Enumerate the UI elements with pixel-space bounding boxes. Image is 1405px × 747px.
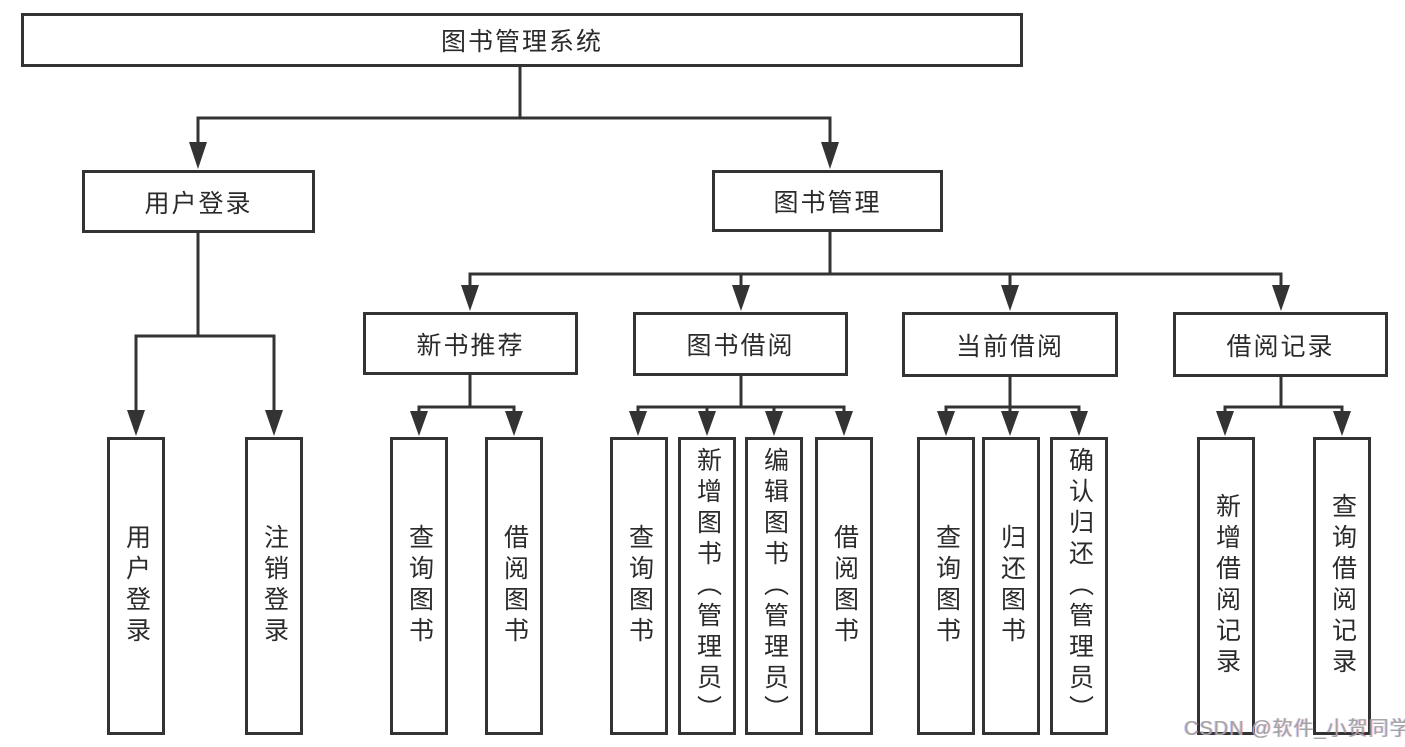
connector-line-group bbox=[134, 67, 1344, 414]
arrowhead-icon bbox=[461, 285, 479, 311]
csdn-watermark: CSDN @软件_小贺同学 bbox=[1184, 718, 1405, 740]
leaf-borrow-books-borrowing: 借阅图书 bbox=[815, 437, 873, 735]
node-book-management-group: 图书管理 bbox=[712, 170, 943, 232]
arrowhead-icon bbox=[1001, 411, 1019, 436]
arrowhead-icon bbox=[835, 411, 853, 436]
leaf-query-books-newbook: 查询图书 bbox=[390, 437, 448, 735]
arrowhead-icon bbox=[127, 410, 145, 436]
leaf-add-borrow-record: 新增借阅记录 bbox=[1197, 437, 1255, 735]
arrowhead-icon bbox=[265, 410, 283, 436]
connector-level3-stems bbox=[468, 375, 1283, 408]
leaf-query-books-borrowing: 查询图书 bbox=[610, 437, 668, 735]
arrowhead-icon bbox=[1216, 411, 1234, 436]
arrowhead-icon bbox=[629, 411, 647, 436]
node-current-borrowing: 当前借阅 bbox=[902, 312, 1118, 377]
connector-leaf-stubs bbox=[417, 405, 1344, 414]
leaf-user-login: 用户登录 bbox=[107, 437, 165, 735]
leaf-logout: 注销登录 bbox=[245, 437, 303, 735]
arrowhead-group bbox=[127, 142, 1351, 436]
leaf-query-books-current: 查询图书 bbox=[917, 437, 975, 735]
arrowhead-icon bbox=[189, 142, 207, 169]
node-user-login-group: 用户登录 bbox=[82, 170, 315, 233]
arrowhead-icon bbox=[765, 411, 783, 436]
arrowhead-icon bbox=[698, 411, 716, 436]
node-root-system: 图书管理系统 bbox=[21, 13, 1023, 67]
leaf-borrow-books-newbook: 借阅图书 bbox=[485, 437, 543, 735]
node-book-borrowing: 图书借阅 bbox=[633, 312, 848, 376]
connector-level2-drops bbox=[196, 116, 832, 144]
connector-userlogin-drops bbox=[134, 334, 276, 412]
arrowhead-icon bbox=[1333, 411, 1351, 436]
leaf-return-books: 归还图书 bbox=[982, 437, 1040, 735]
leaf-edit-books-admin: 编辑图书（管理员） bbox=[745, 437, 803, 735]
leaf-query-borrow-record: 查询借阅记录 bbox=[1313, 437, 1371, 735]
node-new-book-recommend: 新书推荐 bbox=[363, 312, 578, 375]
arrowhead-icon bbox=[1001, 285, 1019, 311]
leaf-confirm-return-admin: 确认归还（管理员） bbox=[1050, 437, 1108, 735]
arrowhead-icon bbox=[410, 411, 428, 436]
arrowhead-icon bbox=[732, 285, 750, 311]
arrowhead-icon bbox=[505, 411, 523, 436]
leaf-add-books-admin: 新增图书（管理员） bbox=[678, 437, 736, 735]
node-borrowing-records: 借阅记录 bbox=[1173, 312, 1388, 377]
arrowhead-icon bbox=[937, 411, 955, 436]
arrowhead-icon bbox=[821, 142, 839, 169]
arrowhead-icon bbox=[1272, 285, 1290, 311]
connector-level3-drops bbox=[468, 272, 1283, 287]
arrowhead-icon bbox=[1070, 411, 1088, 436]
